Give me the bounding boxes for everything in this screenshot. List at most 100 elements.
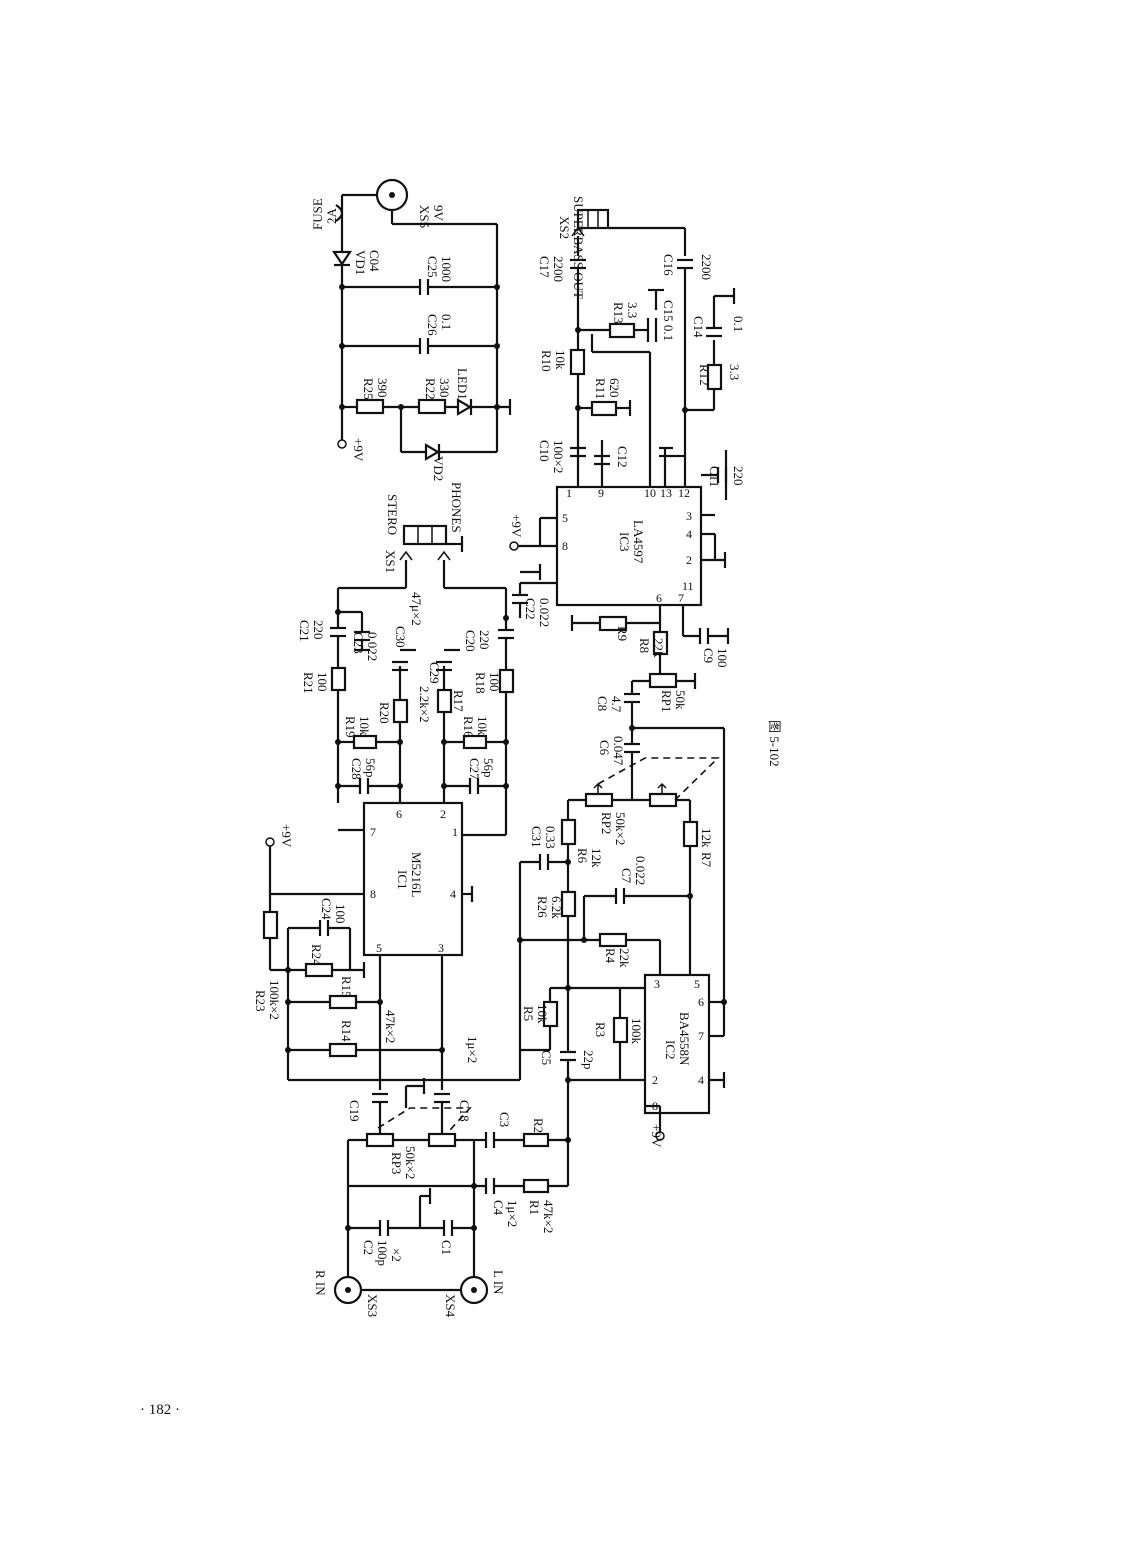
r18-label: R18 — [473, 672, 488, 694]
xs1-label: XS1 — [383, 550, 398, 573]
xs3-label: XS3 — [365, 1294, 380, 1317]
ic3-pin-10: 10 — [644, 486, 656, 500]
r21-label: R21 — [301, 672, 316, 694]
c7-value: 0.022 — [633, 856, 648, 885]
r14-value: 47k×2 — [383, 1010, 398, 1043]
c2-multiplier: ×2 — [389, 1248, 404, 1262]
pwr-9v-d: +9V — [649, 1124, 664, 1148]
resistor-r19-icon — [352, 734, 378, 750]
c20-value: 220 — [477, 630, 492, 650]
r12-value: 3.3 — [727, 364, 742, 380]
vd2-label: VD2 — [431, 456, 446, 481]
pwr-9v-b: +9V — [509, 514, 524, 538]
ic2-pin-2: 2 — [652, 1073, 658, 1087]
led1-label: LED1 — [455, 368, 470, 400]
c2-label: C2 — [361, 1240, 376, 1255]
ic2-pin-6: 6 — [698, 995, 704, 1009]
ic3-label: IC3 — [617, 532, 632, 552]
c16-label: C16 — [661, 254, 676, 276]
c27-value: 56p — [481, 758, 496, 778]
r23-value: 100k×2 — [267, 980, 282, 1020]
rp3-label: RP3 — [389, 1152, 404, 1174]
diode-vd1-icon — [331, 250, 353, 266]
r25-value: 390 — [375, 378, 390, 398]
ic2-pin-4: 4 — [698, 1073, 704, 1087]
resistor-r2-icon — [522, 1132, 550, 1148]
r8-label: R8 — [637, 638, 652, 653]
ic1-section — [262, 524, 520, 1135]
ic1-pin-1: 1 — [452, 825, 458, 839]
resistor-r10-icon — [569, 348, 586, 376]
r19-value: 10k — [357, 716, 372, 736]
r4-label: R4 — [603, 948, 618, 964]
vd1-label: VD1 — [353, 250, 368, 275]
r1-value: 47k×2 — [541, 1200, 556, 1233]
rin-label: R IN — [313, 1270, 328, 1296]
c23-label: C23 — [351, 632, 366, 654]
superbass-label: SUPERBASS OUT — [571, 196, 586, 299]
c14-label: C14 — [691, 316, 706, 338]
ic1-part: M5216L — [409, 852, 424, 898]
rp1-label: RP1 — [659, 690, 674, 712]
c23-value: 0.022 — [365, 632, 380, 661]
r13-value: 3.3 — [625, 302, 640, 318]
resistor-r21-icon — [330, 666, 347, 692]
phones-label: PHONES — [449, 482, 464, 533]
fuse-label: FUSE — [310, 198, 325, 230]
c2-value: 100p — [375, 1240, 390, 1266]
resistor-r3-icon — [612, 1016, 629, 1044]
rp2-label: RP2 — [599, 812, 614, 834]
ic3-pin-13: 13 — [660, 486, 672, 500]
r16-label: R16 — [461, 716, 476, 738]
r22-value: 330 — [437, 378, 452, 398]
ic3-pin-5: 5 — [562, 511, 568, 525]
ic1-body — [362, 801, 464, 957]
labels: FUSE 2A XS5 9V VD1 C04 C25 1000 C26 0.1 … — [253, 196, 782, 1318]
r6-label: R6 — [575, 848, 590, 864]
r15-label: R15 — [339, 976, 354, 998]
c22-label: C22 — [523, 598, 538, 620]
ic3-pin-8: 8 — [562, 539, 568, 553]
ic3-pin-2: 2 — [686, 553, 692, 567]
resistor-r6-icon — [560, 818, 577, 846]
c12-label: C12 — [615, 446, 630, 468]
jack-xs2-icon — [576, 208, 610, 230]
c22-value: 0.022 — [537, 598, 552, 627]
r21-value: 100 — [315, 672, 330, 692]
rp1-value: 50k — [673, 690, 688, 710]
c19-label: C19 — [347, 1100, 362, 1122]
c29-label: C29 — [427, 662, 442, 684]
c10-label: C10 — [537, 440, 552, 462]
r19-label: R19 — [343, 716, 358, 738]
r11-label: R11 — [593, 378, 608, 399]
r3-label: R3 — [593, 1022, 608, 1037]
r18-value: 100 — [487, 672, 502, 692]
ic3-pin-6: 6 — [656, 591, 662, 605]
r7-value: 12k — [699, 828, 714, 848]
c11-value: 220 — [731, 466, 746, 486]
resistor-r17-icon — [436, 688, 453, 714]
r24-label: R24 — [309, 944, 324, 966]
c24-value: 100 — [333, 904, 348, 924]
r9-label: R9 — [615, 626, 630, 641]
c8-value: 4.7 — [609, 696, 624, 713]
resistor-r13-icon — [608, 322, 636, 339]
c6-value: 0.047 — [611, 736, 626, 766]
resistor-r11-icon — [590, 400, 618, 417]
r3-value: 100k — [629, 1018, 644, 1045]
c4-label: C4 — [491, 1200, 506, 1216]
ic3-pin-9: 9 — [598, 486, 604, 500]
ic1-pin-4: 4 — [450, 887, 456, 901]
ic1-pin-3: 3 — [438, 941, 444, 955]
r23-label: R23 — [253, 990, 268, 1012]
ic1-pin-7: 7 — [370, 825, 376, 839]
c31-value: 0.33 — [543, 826, 558, 849]
c18-value: 1μ×2 — [465, 1036, 480, 1063]
rp3-value: 50k×2 — [403, 1146, 418, 1179]
ic1-pin-2: 2 — [440, 807, 446, 821]
c10-value: 100×2 — [551, 440, 566, 473]
r5-label: R5 — [521, 1006, 536, 1021]
r2-label: R2 — [531, 1118, 546, 1133]
r6-value: 12k — [589, 848, 604, 868]
